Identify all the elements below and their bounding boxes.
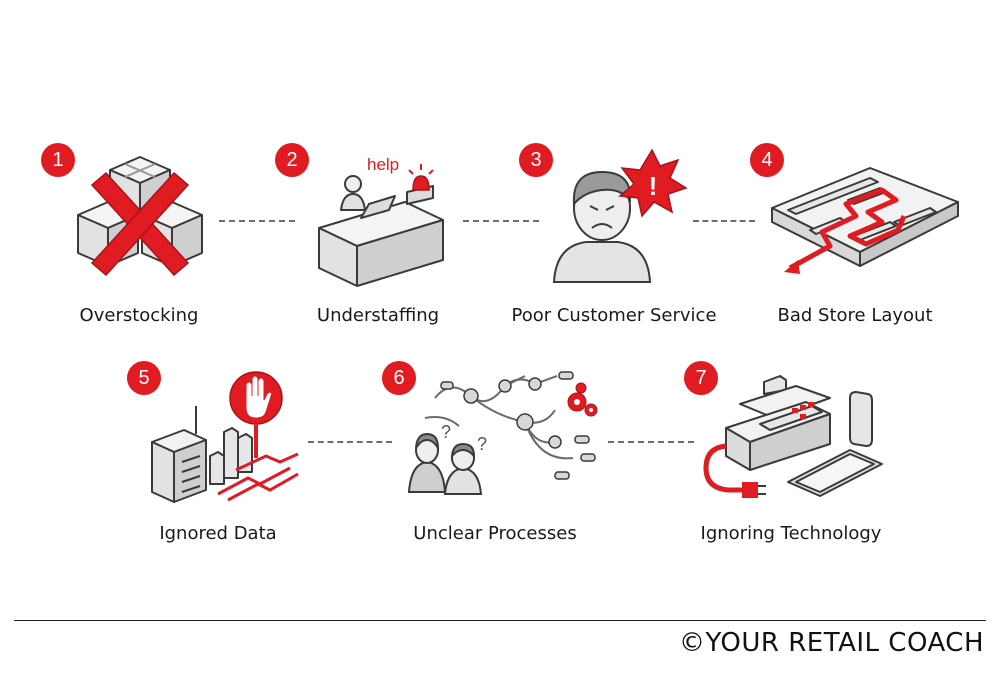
step-number-badge: 7 (684, 361, 718, 395)
step-label: Ignored Data (159, 523, 277, 544)
boxes-crossed-icon (77, 156, 203, 277)
upset-customer-icon: ! (552, 148, 688, 283)
step-label: Ignoring Technology (700, 523, 882, 544)
cash-register-icon (703, 375, 883, 498)
step-label: Overstocking (79, 305, 199, 326)
service-counter-icon: help (318, 155, 444, 287)
connector-line (463, 220, 539, 222)
connector-line (308, 441, 392, 443)
store-floorplan-icon (771, 167, 959, 274)
step-number-badge: 3 (519, 143, 553, 177)
process-flow-icon: ? ? (407, 371, 598, 495)
connector-line (608, 441, 694, 443)
copyright-text: ©YOUR RETAIL COACH (678, 628, 984, 658)
step-label: Understaffing (316, 305, 440, 326)
server-data-icon (151, 371, 299, 503)
connector-line (219, 220, 295, 222)
step-number-badge: 4 (750, 143, 784, 177)
alert-mark: ! (649, 171, 658, 201)
step-number-badge: 5 (127, 361, 161, 395)
step-label: Bad Store Layout (777, 305, 933, 326)
step-label: Unclear Processes (413, 523, 577, 544)
step-number-badge: 1 (41, 143, 75, 177)
connector-line (693, 220, 755, 222)
question-mark: ? (477, 434, 487, 454)
step-number-badge: 2 (275, 143, 309, 177)
step-number-badge: 6 (382, 361, 416, 395)
question-mark: ? (441, 422, 451, 442)
help-text: help (367, 155, 399, 174)
step-label: Poor Customer Service (511, 305, 717, 326)
footer-divider (14, 620, 986, 621)
